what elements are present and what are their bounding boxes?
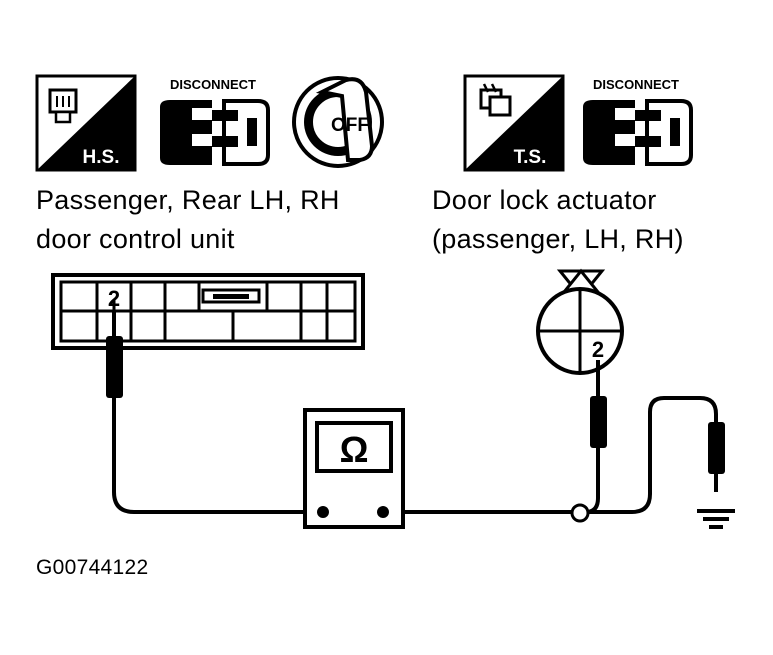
hs-label: H.S.	[83, 147, 120, 168]
control-unit-title-line2: door control unit	[36, 224, 235, 254]
disconnect-label-right: DISCONNECT	[593, 77, 679, 92]
connector-glyph-icon	[48, 88, 78, 124]
connector-pins-icon	[479, 83, 512, 117]
probe-ground	[708, 422, 725, 474]
disconnect-icon-right: DISCONNECT	[583, 77, 693, 166]
actuator-title-line2: (passenger, LH, RH)	[432, 224, 684, 254]
door-control-unit-connector: 2	[51, 273, 365, 350]
figure-id: G00744122	[36, 556, 149, 579]
disconnect-icon-left: DISCONNECT	[160, 77, 270, 166]
terminal-side-icon: T.S.	[463, 74, 565, 172]
control-unit-terminal-number: 2	[108, 286, 120, 311]
ignition-key-off-icon: OFF	[292, 76, 384, 168]
test-lead-wires	[112, 312, 718, 514]
door-lock-actuator: 2	[536, 268, 624, 375]
ohm-symbol-icon: Ω	[340, 429, 369, 470]
probe-left	[106, 300, 123, 398]
disconnect-label-left: DISCONNECT	[170, 77, 256, 92]
wire-junction	[570, 503, 590, 523]
actuator-terminal-number: 2	[592, 337, 604, 362]
actuator-title-line1: Door lock actuator	[432, 185, 657, 215]
meter-terminal-right	[377, 506, 389, 518]
ground-icon	[697, 509, 735, 529]
meter-terminal-left	[317, 506, 329, 518]
control-unit-title-line1: Passenger, Rear LH, RH	[36, 185, 340, 215]
ohmmeter: Ω	[303, 408, 405, 529]
ts-label: T.S.	[514, 147, 547, 168]
ignition-off-label: OFF	[331, 115, 369, 136]
harness-side-icon: H.S.	[35, 74, 137, 172]
probe-right	[590, 396, 607, 448]
